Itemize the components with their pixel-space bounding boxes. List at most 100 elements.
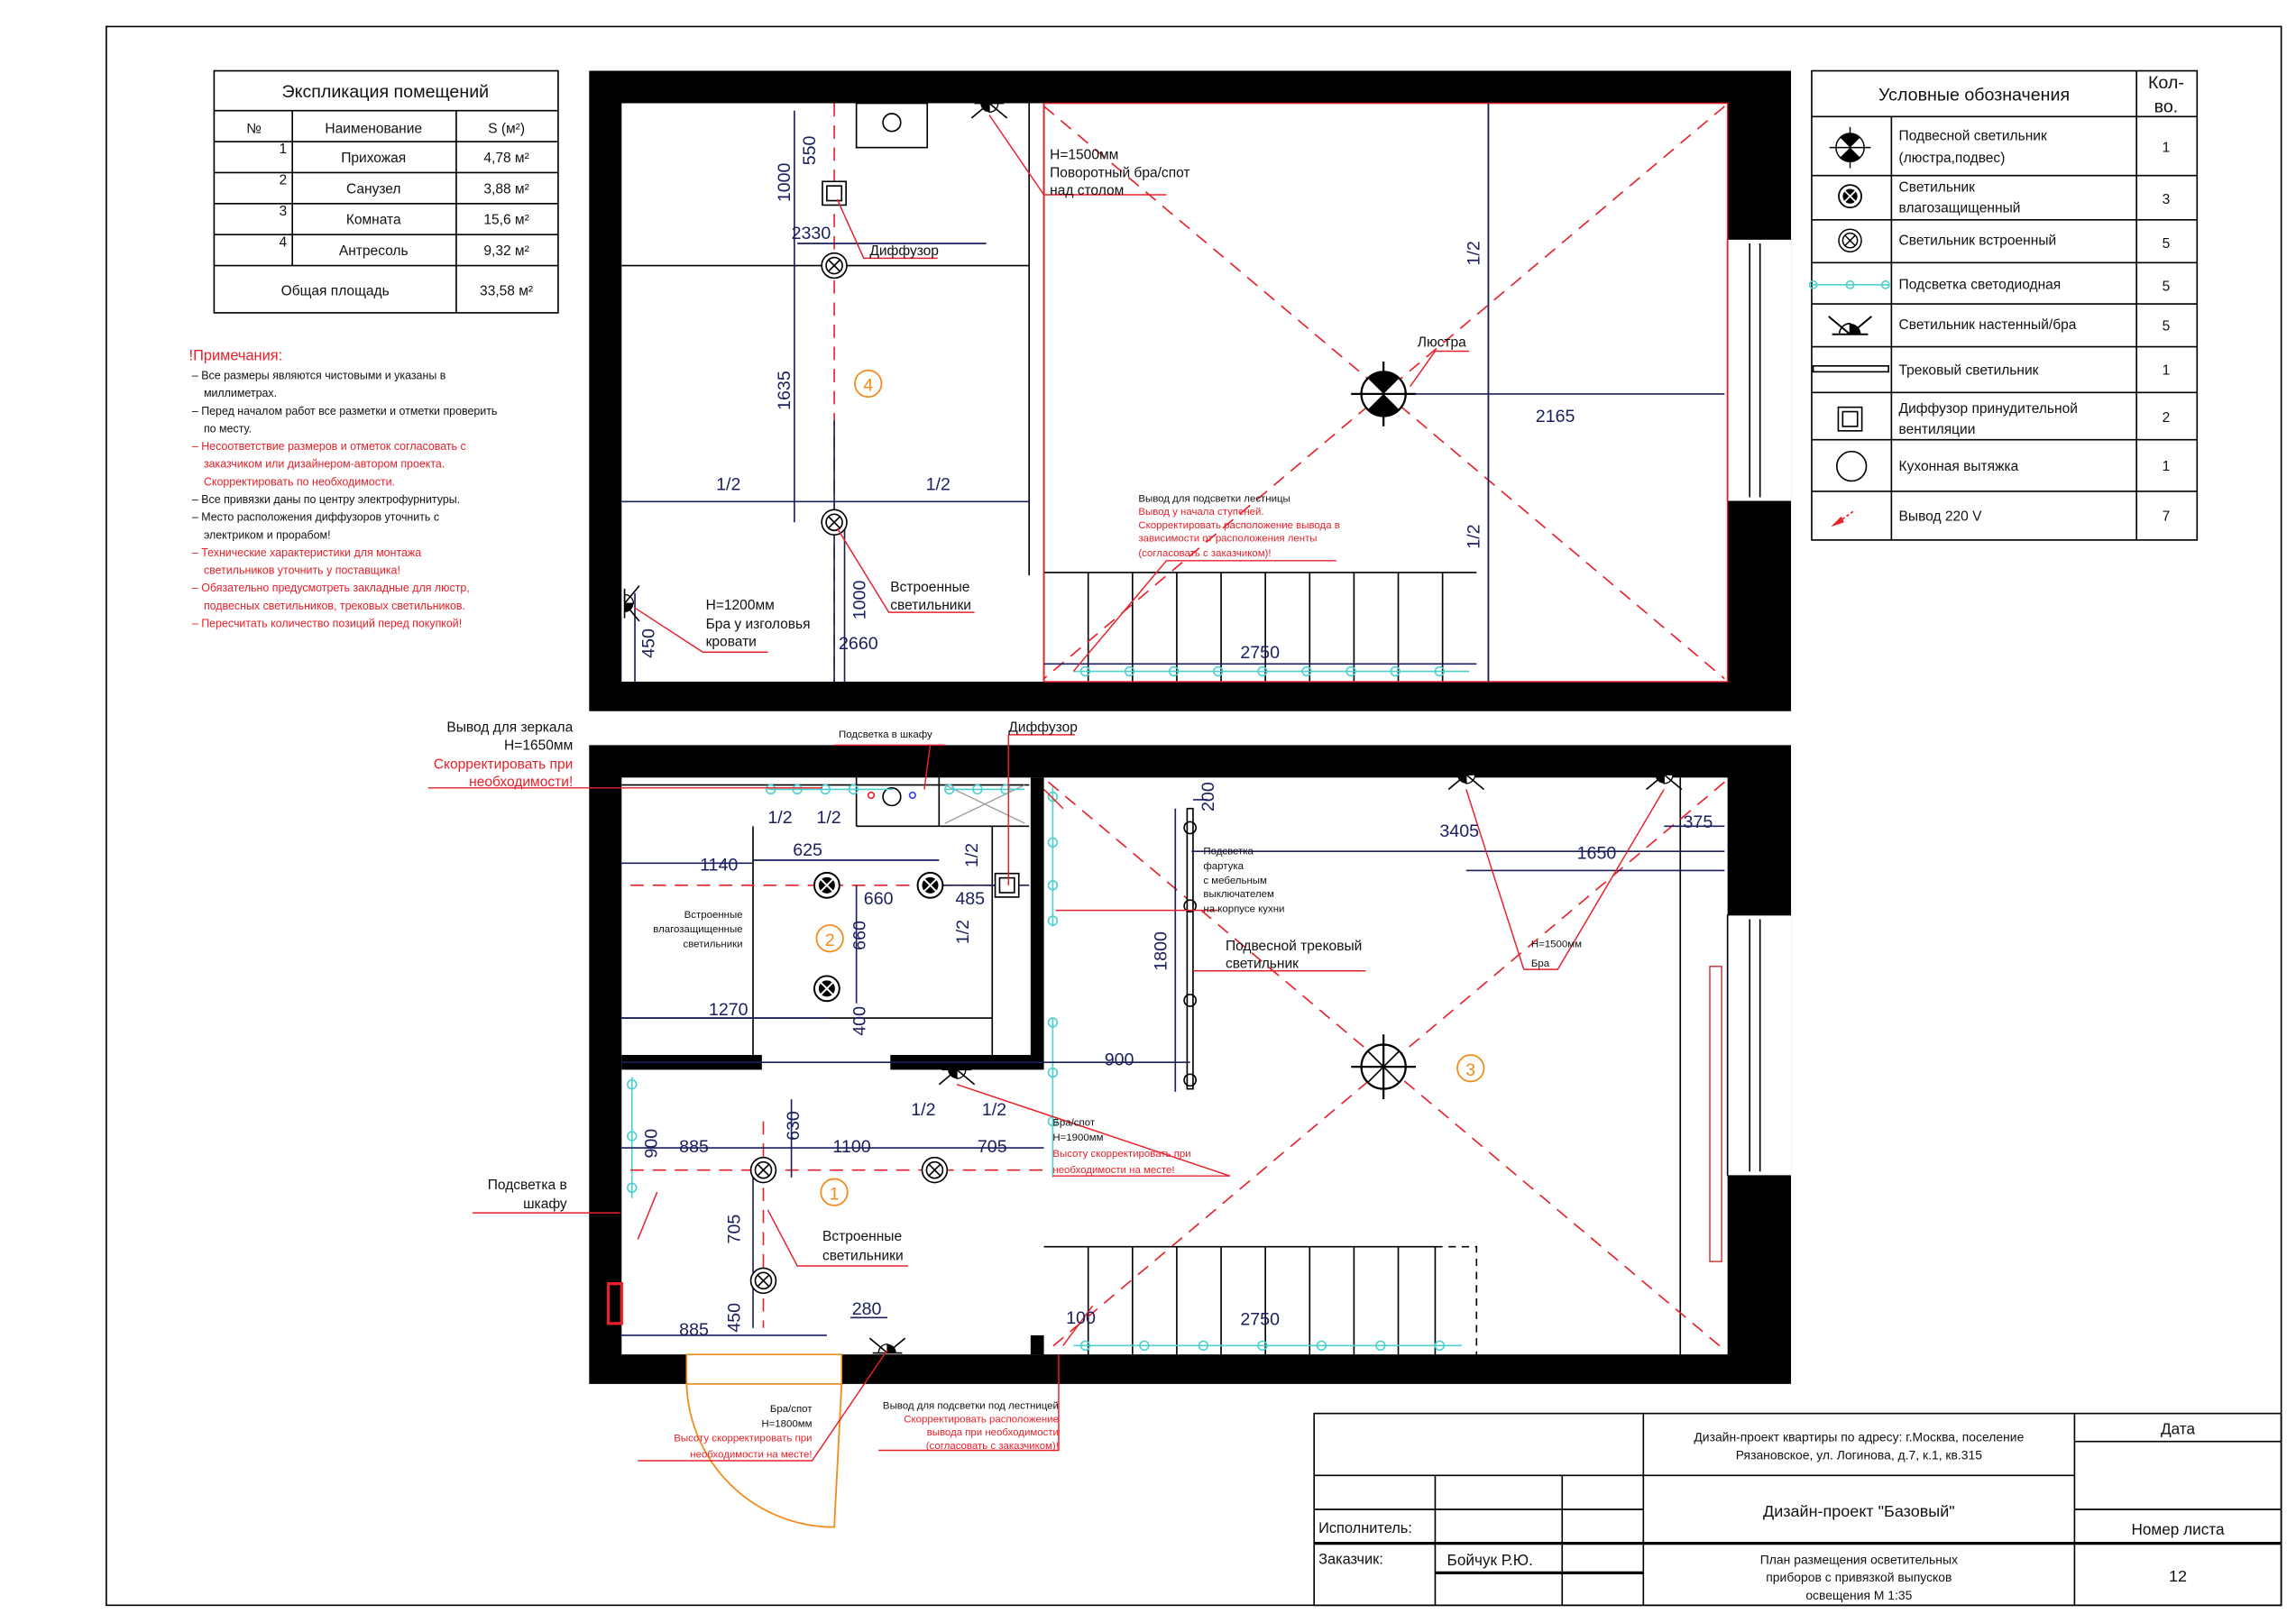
dimension-label: 200 xyxy=(1199,782,1218,812)
annotation: Вывод для зеркала xyxy=(446,720,573,736)
dimension-label: 450 xyxy=(638,628,658,658)
legend-label: Кухонная вытяжка xyxy=(1899,459,2019,474)
staircase xyxy=(1043,572,1477,682)
row-area: 15,6 м² xyxy=(483,213,528,228)
recessed-light-icon xyxy=(749,1267,777,1295)
wall-light-icon xyxy=(623,584,640,622)
annotation: Подсветка в шкафу xyxy=(839,729,932,740)
dimension-label: 450 xyxy=(724,1303,744,1333)
note-line: – Все привязки даны по центру электрофур… xyxy=(192,493,460,506)
annotations: Вывод для зеркала H=1650мм Скорректирова… xyxy=(434,720,1582,1461)
legend-label: (люстра,подвес) xyxy=(1899,151,2006,166)
annotation: Высоту скорректировать при xyxy=(1052,1149,1190,1160)
row-name: Антресоль xyxy=(339,243,409,259)
table-row: 3 Комната 15,6 м² xyxy=(279,204,528,228)
annotation: на корпусе кухни xyxy=(1203,903,1284,914)
dimension-label: 1100 xyxy=(832,1137,870,1157)
annotation: Встроенные xyxy=(890,580,969,595)
legend-label: Подвесной светильник xyxy=(1899,128,2047,143)
annotation: светильники xyxy=(684,940,743,950)
dimension-label: 2660 xyxy=(839,634,878,654)
recessed-light-icon xyxy=(1838,228,1862,252)
note-line: подвесных светильников, трековых светиль… xyxy=(204,600,465,612)
annotation: Бра у изголовья xyxy=(706,617,811,632)
dimension-label: 375 xyxy=(1684,812,1713,832)
annotation: Скорректировать расположение xyxy=(904,1414,1059,1425)
row-num: 1 xyxy=(279,142,287,157)
sheet-number: 12 xyxy=(2169,1567,2187,1585)
waterproof-light-icon xyxy=(813,975,840,1003)
explication-title: Экспликация помещений xyxy=(282,82,490,102)
dimension-label: 1/2 xyxy=(982,1100,1006,1120)
title-block: Дизайн-проект квартиры по адресу: г.Моск… xyxy=(1313,1412,2282,1607)
entrance-door-swing xyxy=(685,1383,843,1528)
annotation: Скорректировать расположение вывода в xyxy=(1138,520,1340,531)
annotation: H=1800мм xyxy=(761,1418,812,1429)
row-num: 4 xyxy=(279,234,287,250)
dimension-label: 2750 xyxy=(1240,643,1280,663)
dimension-label: 1140 xyxy=(700,855,738,875)
dimension-label: 3405 xyxy=(1439,821,1479,841)
room-number: 3 xyxy=(1465,1060,1475,1080)
row-area: 9,32 м² xyxy=(483,243,528,259)
diffuser-icon xyxy=(1837,406,1863,432)
dimension-label: 630 xyxy=(784,1111,804,1141)
annotation: кровати xyxy=(706,635,757,650)
track-light-icon xyxy=(1812,365,1889,373)
project-address: Дизайн-проект квартиры по адресу: г.Моск… xyxy=(1694,1430,2024,1444)
annotation: светильники xyxy=(890,598,971,613)
annotation: Подвесной трековый xyxy=(1226,939,1362,954)
annotation: Подсветка xyxy=(1203,846,1254,857)
waterproof-light-icon xyxy=(1838,184,1862,209)
row-num: 2 xyxy=(279,173,287,188)
room-number: 4 xyxy=(863,376,873,396)
legend-label: Светильник встроенный xyxy=(1899,234,2057,249)
note-line: – Обязательно предусмотреть закладные дл… xyxy=(192,582,470,594)
dimension-label: 1/2 xyxy=(816,808,840,828)
legend-label: вентиляции xyxy=(1899,422,1976,437)
total-value: 33,58 м² xyxy=(480,283,533,298)
led-strip-icon xyxy=(1808,280,1890,289)
chandelier-icon xyxy=(1351,361,1417,426)
annotation: Вывод для подсветки лестницы xyxy=(1138,493,1290,504)
legend-label: Подсветка светодиодная xyxy=(1899,278,2062,293)
legend-qty: 2 xyxy=(2163,410,2171,426)
legend-label: Вывод 220 V xyxy=(1899,509,1983,525)
note-line: светильников уточнить у поставщика! xyxy=(204,564,400,577)
note-line: по месту. xyxy=(204,422,252,435)
room-number: 1 xyxy=(830,1184,840,1204)
project-name: Дизайн-проект "Базовый" xyxy=(1763,1502,1955,1520)
annotation: H=1900мм xyxy=(1052,1132,1103,1143)
annotation: необходимости на месте! xyxy=(1052,1165,1174,1176)
dimension-label: 705 xyxy=(724,1215,744,1244)
note-line: – Несоответствие размеров и отметок согл… xyxy=(192,440,466,453)
table-row: 4 Антресоль 9,32 м² xyxy=(279,234,528,259)
sheet-number-label: Номер листа xyxy=(2131,1520,2225,1538)
dimension-label: 2165 xyxy=(1536,407,1575,426)
row-name: Прихожая xyxy=(341,151,406,166)
dimension-label: 2750 xyxy=(1240,1309,1280,1329)
waterproof-light-icon xyxy=(916,871,944,899)
note-line: миллиметрах. xyxy=(204,387,277,399)
legend-qty: 1 xyxy=(2163,141,2171,156)
annotation: Встроенные xyxy=(684,910,743,921)
table-row: 1 Прихожая 4,78 м² xyxy=(279,142,528,166)
annotation: Люстра xyxy=(1418,335,1466,351)
dimensions: 550 1000 2330 1635 1/2 1/2 450 1000 2660… xyxy=(638,135,1575,662)
dimension-label: 660 xyxy=(864,889,894,909)
project-address: Рязановское, ул. Логинова, д.7, к.1, кв.… xyxy=(1736,1447,1983,1462)
dimension-label: 2330 xyxy=(792,224,831,243)
row-name: Комната xyxy=(346,213,401,228)
annotation: шкафу xyxy=(523,1197,567,1212)
pendant-light-icon xyxy=(1829,126,1871,169)
dimensions: 1/2 1/2 625 1140 660 485 1/2 1/2 660 127… xyxy=(642,782,1713,1340)
dimension-label: 1/2 xyxy=(716,474,740,494)
diffuser-icon xyxy=(822,180,847,206)
annotation: зависимости от расположения ленты xyxy=(1138,534,1317,545)
dimension-label: 1/2 xyxy=(911,1100,935,1120)
header-area: S (м²) xyxy=(488,121,525,136)
dimension-label: 1635 xyxy=(775,371,794,410)
annotation: вывода при необходимости xyxy=(927,1427,1059,1438)
total-label: Общая площадь xyxy=(281,283,390,298)
